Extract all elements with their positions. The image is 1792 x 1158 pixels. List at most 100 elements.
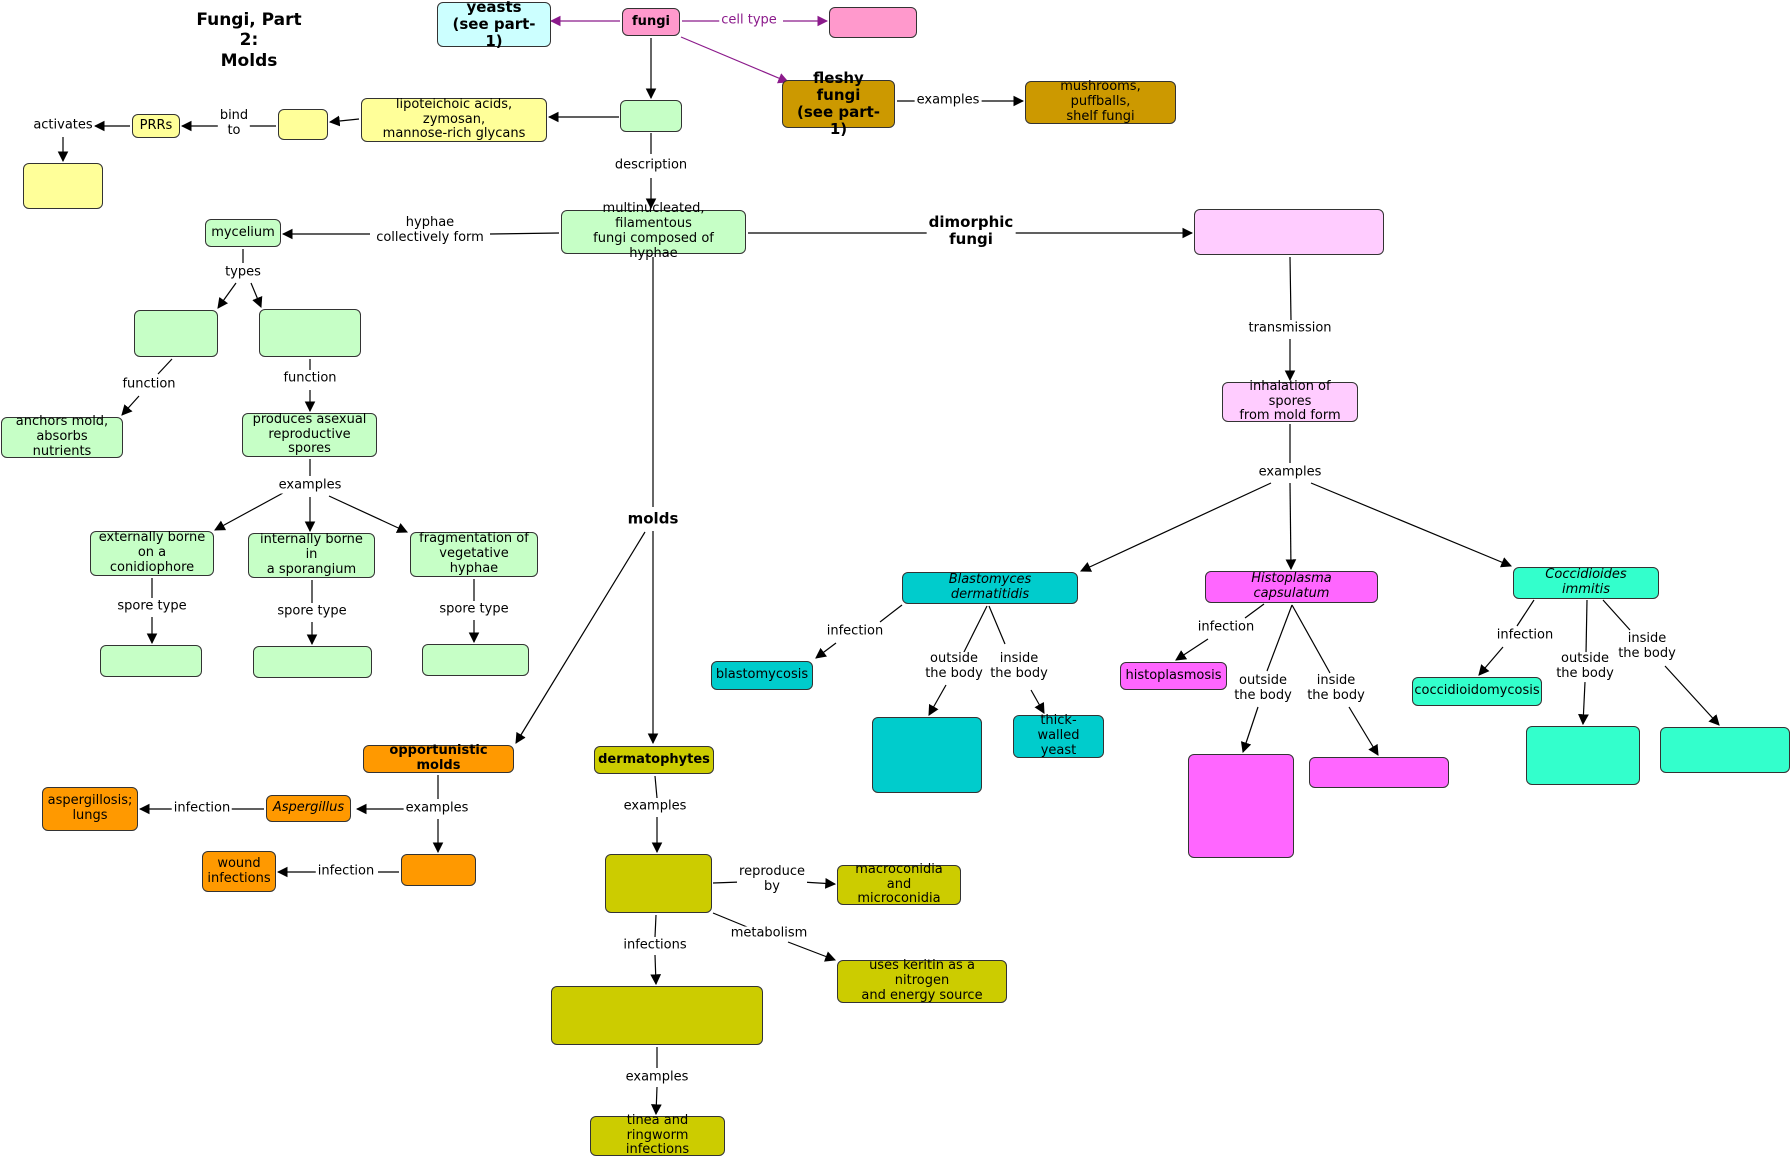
node-wound[interactable]: wound infections	[202, 851, 276, 892]
connector-line	[1578, 681, 1589, 726]
label-infections-derm: infections	[621, 937, 689, 954]
node-coccidioidomycosis[interactable]: coccidioidomycosis	[1412, 677, 1542, 706]
connector-line	[961, 605, 988, 657]
node-green-top-blank[interactable]	[620, 100, 682, 132]
node-histo-inside-blank[interactable]	[1309, 757, 1449, 788]
connector-line	[650, 1086, 662, 1116]
label-inside-blasto: inside the body	[988, 651, 1050, 682]
connector-line	[214, 492, 284, 531]
node-histoplasmosis[interactable]: histoplasmosis	[1120, 662, 1227, 690]
label-spore-type3: spore type	[437, 601, 511, 618]
label-types: types	[223, 264, 263, 281]
node-mushrooms[interactable]: mushrooms, puffballs, shelf fungi	[1025, 79, 1176, 124]
node-inhalation[interactable]: inhalation of spores from mold form	[1222, 379, 1358, 423]
connector-line	[328, 495, 408, 533]
node-yellow-small-blank[interactable]	[278, 109, 328, 140]
connector-line	[1664, 665, 1720, 726]
label-infection-asp: infection	[171, 800, 233, 817]
node-opportunistic[interactable]: opportunistic molds	[363, 743, 514, 773]
connector-line	[1310, 482, 1512, 568]
node-conidiophore[interactable]: externally borne on a conidiophore	[90, 530, 214, 576]
node-coccidioides[interactable]: Coccidioides immitis	[1513, 567, 1659, 599]
node-cell-type-blank[interactable]	[829, 7, 917, 38]
node-cocci-inside-blank[interactable]	[1660, 727, 1790, 773]
node-sporangium[interactable]: internally borne in a sporangium	[248, 532, 375, 578]
connector-line	[1080, 482, 1272, 572]
node-spore2-blank[interactable]	[253, 646, 372, 678]
node-fragmentation[interactable]: fragmentation of vegetative hyphae	[410, 531, 538, 577]
label-infection-cocci: infection	[1494, 627, 1556, 644]
connector-line	[250, 282, 263, 308]
node-histo-outside-blank[interactable]	[1188, 754, 1294, 858]
connector-line	[1291, 604, 1331, 674]
node-produces-spores[interactable]: produces asexual reproductive spores	[242, 412, 377, 457]
connector-line	[515, 531, 646, 744]
label-spore-type2: spore type	[275, 603, 349, 620]
label-spore-type1: spore type	[115, 598, 189, 615]
label-function2: function	[281, 370, 339, 387]
connector-line	[217, 282, 237, 309]
node-mycelium[interactable]: mycelium	[205, 219, 281, 247]
connector-line	[1266, 604, 1293, 672]
connector-line	[801, 878, 837, 889]
node-mycelium-type1-blank[interactable]	[134, 310, 218, 357]
label-outside-histo: outside the body	[1232, 673, 1294, 704]
node-fungi[interactable]: fungi	[622, 8, 680, 36]
node-blastomycosis[interactable]: blastomycosis	[711, 661, 813, 690]
node-derm-infection-blank[interactable]	[551, 986, 763, 1045]
label-dimorphic: dimorphic fungi	[926, 212, 1016, 249]
connector-line	[712, 912, 753, 930]
node-dermatophytes[interactable]: dermatophytes	[594, 746, 714, 774]
label-infection-histo: infection	[1195, 619, 1257, 636]
connector-line	[1516, 599, 1535, 627]
node-lipoteichoic[interactable]: lipoteichoic acids, zymosan, mannose-ric…	[361, 97, 547, 142]
connector-line	[1175, 638, 1209, 661]
node-aspergillosis[interactable]: aspergillosis; lungs	[42, 787, 138, 831]
label-infection-orange: infection	[315, 863, 377, 880]
node-histoplasma[interactable]: Histoplasma capsulatum	[1205, 571, 1378, 603]
connector-line	[654, 775, 658, 799]
node-anchors[interactable]: anchors mold, absorbs nutrients	[1, 414, 123, 459]
label-infection-blasto: infection	[824, 623, 886, 640]
node-keratin[interactable]: uses keritin as a nitrogen and energy so…	[837, 958, 1007, 1003]
label-examples-dimorphic: examples	[1256, 464, 1324, 481]
node-fleshy-fungi[interactable]: fleshy fungi (see part-1)	[782, 69, 895, 138]
connector-line	[712, 881, 742, 884]
label-outside-cocci: outside the body	[1554, 651, 1616, 682]
node-spore1-blank[interactable]	[100, 645, 202, 677]
label-examples-spores: examples	[276, 477, 344, 494]
node-yellow-activates-blank[interactable]	[23, 163, 103, 209]
node-yeasts[interactable]: yeasts (see part-1)	[437, 0, 551, 50]
label-hyphae-form: hyphae collectively form	[374, 215, 486, 246]
connector-line	[1478, 646, 1504, 676]
connector-line	[680, 36, 789, 84]
label-cell-type: cell type	[719, 12, 779, 29]
label-transmission: transmission	[1246, 320, 1334, 337]
label-examples-fleshy: examples	[914, 92, 982, 109]
node-multinucleated[interactable]: multinucleated, filamentous fungi compos…	[561, 201, 746, 261]
node-aspergillus[interactable]: Aspergillus	[266, 795, 351, 822]
connector-line	[328, 115, 360, 127]
node-spore3-blank[interactable]	[422, 644, 529, 676]
connector-line	[1348, 706, 1379, 756]
node-prrs[interactable]: PRRs	[132, 114, 180, 138]
connector-line	[1285, 482, 1297, 571]
node-tinea[interactable]: tinea and ringworm infections	[590, 1113, 725, 1157]
node-orange-blank[interactable]	[401, 854, 476, 886]
node-blastomyces[interactable]: Blastomyces dermatitidis	[902, 572, 1078, 604]
node-macroconidia[interactable]: macroconidia and microconidia	[837, 862, 961, 906]
node-blasto-outside-blank[interactable]	[872, 717, 982, 793]
label-examples-opp: examples	[403, 800, 471, 817]
node-cocci-outside-blank[interactable]	[1526, 726, 1640, 785]
connector-line	[121, 395, 140, 416]
connector-line	[157, 358, 173, 375]
node-mycelium-type2-blank[interactable]	[259, 309, 361, 357]
node-dimorphic-blank[interactable]	[1194, 209, 1384, 255]
node-thick-walled[interactable]: thick-walled yeast	[1013, 713, 1104, 758]
connector-line	[1030, 689, 1045, 714]
connector-line	[1585, 599, 1588, 655]
node-derm-example-blank[interactable]	[605, 854, 712, 913]
connector-line	[1244, 603, 1265, 619]
label-inside-histo: inside the body	[1305, 673, 1367, 704]
